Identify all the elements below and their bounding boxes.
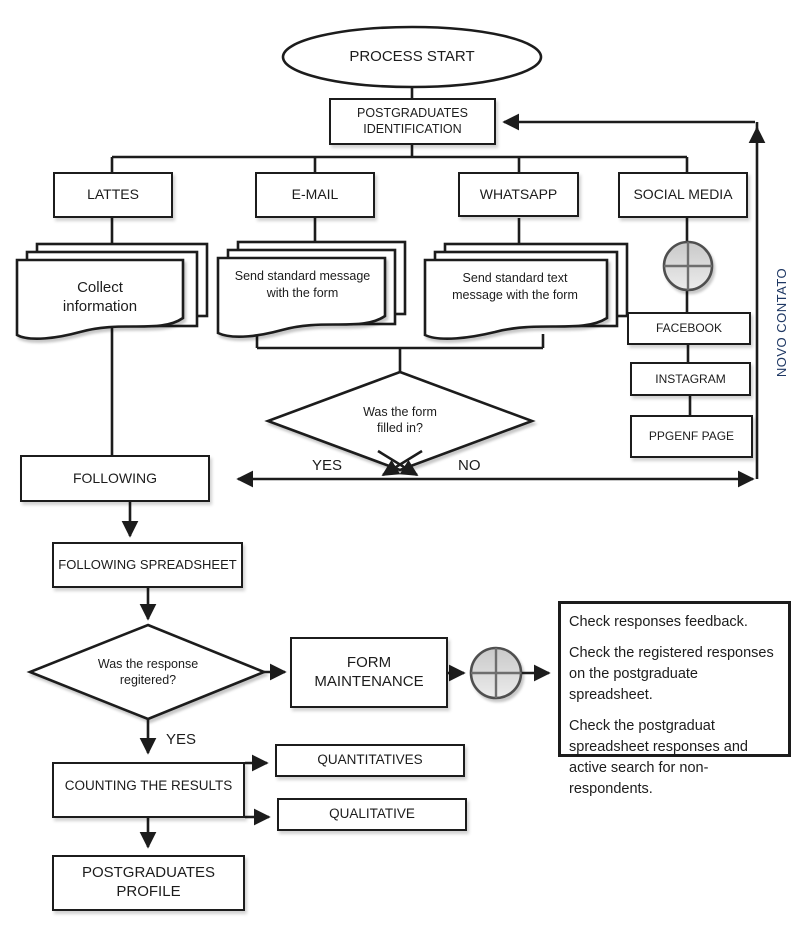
maintenance-checklist-box: Check responses feedback. Check the regi… xyxy=(558,601,791,797)
node-whatsapp: WHATSAPP xyxy=(458,172,579,217)
node-lattes: LATTES xyxy=(53,172,173,218)
node-email: E-MAIL xyxy=(255,172,375,218)
collect-information-document-stack xyxy=(15,242,209,340)
no-branch-label: NO xyxy=(458,457,481,474)
connector-lines xyxy=(110,86,759,479)
node-qualitative: QUALITATIVE xyxy=(277,798,467,831)
send-standard-message-label: Send standard message with the form xyxy=(234,269,371,300)
node-postgraduates-profile: POSTGRADUATES PROFILE xyxy=(52,855,245,911)
social-media-junction-icon xyxy=(662,240,714,292)
email-message-document-stack xyxy=(216,240,407,338)
collect-information-label: Collect information xyxy=(62,278,138,316)
process-start-label: PROCESS START xyxy=(349,48,475,66)
checklist-item: Check the registered responses on the po… xyxy=(569,645,774,704)
node-facebook: FACEBOOK xyxy=(627,312,751,345)
whatsapp-message-document-stack xyxy=(423,242,629,340)
checklist-item: Check the postgraduat spreadsheet respon… xyxy=(569,718,748,798)
node-social-media: SOCIAL MEDIA xyxy=(618,172,748,218)
node-instagram: INSTAGRAM xyxy=(630,362,751,396)
send-standard-text-label: Send standard text message with the form xyxy=(452,271,578,302)
node-following-spreadsheet: FOLLOWING SPREADSHEET xyxy=(52,542,243,588)
flow-arrows xyxy=(121,113,766,849)
form-maintenance-junction-icon xyxy=(469,646,523,700)
node-following: FOLLOWING xyxy=(20,455,210,502)
node-postgraduates-identification: POSTGRADUATES IDENTIFICATION xyxy=(329,98,496,145)
yes-response-branch-label: YES xyxy=(166,731,197,748)
node-counting-the-results: COUNTING THE RESULTS xyxy=(52,762,245,818)
form-filled-question: Was the form filled in? xyxy=(363,404,437,435)
node-quantitatives: QUANTITATIVES xyxy=(275,744,465,777)
checklist-item: Check responses feedback. xyxy=(569,614,748,630)
process-start-ellipse xyxy=(281,25,543,89)
node-ppgenf-page: PPGENF PAGE xyxy=(630,415,753,458)
response-registered-question: Was the response regitered? xyxy=(97,656,199,687)
node-form-maintenance: FORM MAINTENANCE xyxy=(290,637,448,708)
yes-branch-label: YES xyxy=(312,457,343,474)
novo-contato-return-label: NOVO CONTATO xyxy=(774,267,790,377)
